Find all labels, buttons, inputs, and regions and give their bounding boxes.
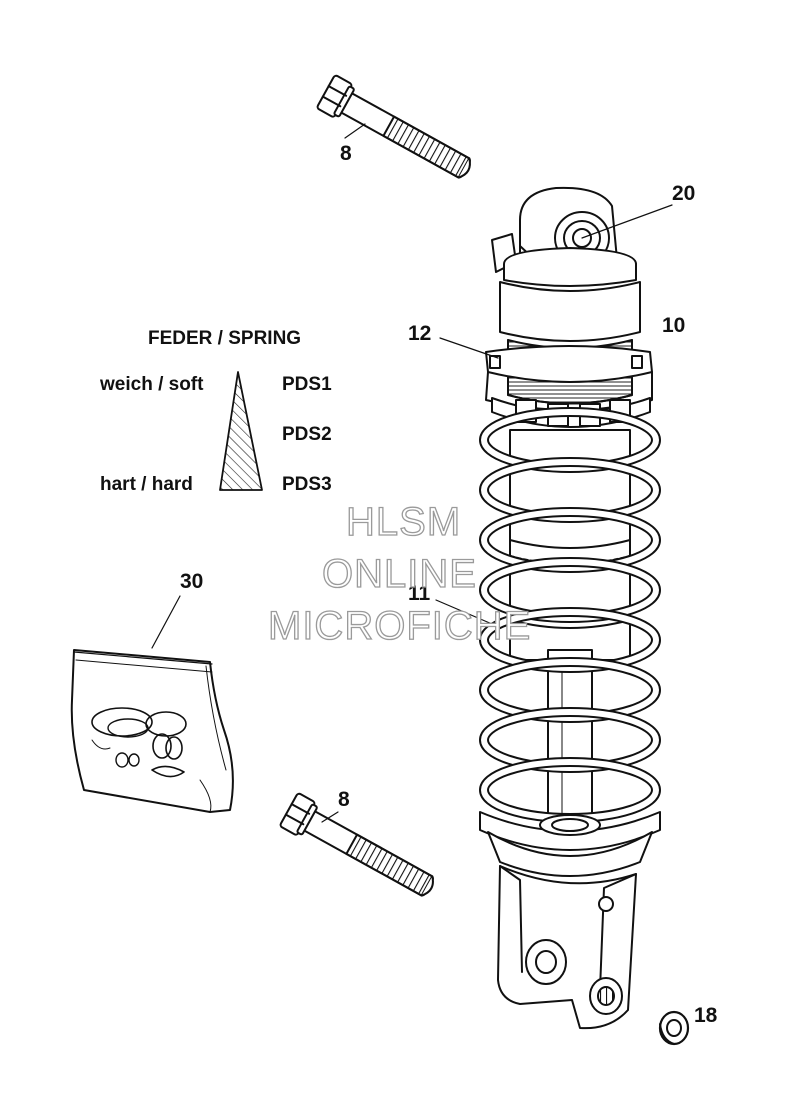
bolt-top [316,74,471,179]
spring-coils [479,407,661,823]
callout-bolt-bottom: 8 [338,788,350,811]
legend-grade-1: PDS1 [282,374,332,395]
callout-spring: 11 [408,582,431,605]
leader-eye-bushing [581,204,673,239]
leader-spring [435,599,493,625]
leader-adjuster-nut [439,337,499,359]
watermark-line-2: ONLINE [321,551,477,596]
watermark-line-1: HLSM [345,499,462,544]
legend-grade-3: PDS3 [282,474,332,495]
callout-parts-bag: 30 [180,570,204,593]
leader-bolt-top [344,123,366,139]
legend-grade-2: PDS2 [282,424,332,445]
bolt-bottom [279,792,434,897]
legend-title: FEDER / SPRING [148,328,302,349]
callout-bolt-top: 8 [340,142,352,165]
spring-hardness-triangle [219,371,263,491]
legend-hard-label: hart / hard [100,474,193,495]
callout-adjuster-nut: 12 [408,322,432,345]
watermark-line-3: MICROFICHE [267,603,532,648]
parts-bag [70,649,234,813]
leader-parts-bag [151,595,181,649]
callout-eye-bushing: 20 [672,182,696,205]
shock-absorber [479,186,661,1030]
bushing-bottom [658,1010,690,1046]
callout-bushing-bottom: 18 [694,1004,718,1027]
legend-soft-label: weich / soft [100,374,204,395]
leader-bolt-bottom [321,811,339,823]
callout-shock-absorber: 10 [662,314,686,337]
